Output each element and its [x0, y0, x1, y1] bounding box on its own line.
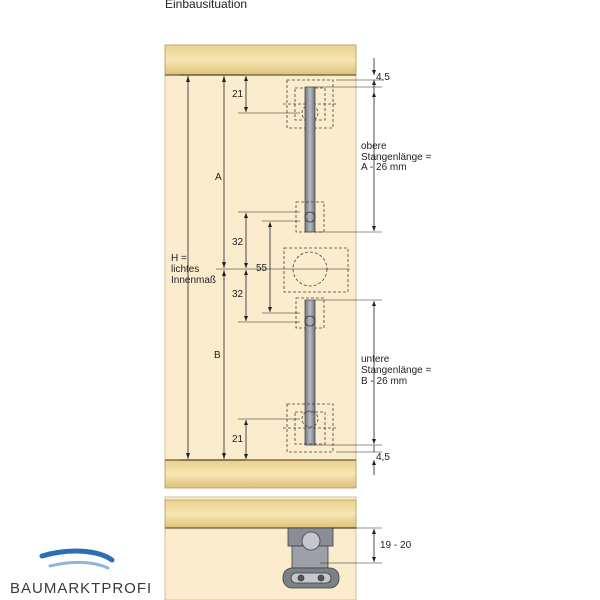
lower-guide-dashed — [283, 403, 337, 453]
lower-rod — [304, 299, 316, 446]
label-H-3: Innenmaß — [171, 275, 216, 286]
label-upper-rod-3: A - 26 mm — [361, 162, 407, 173]
label-B: B — [214, 350, 221, 361]
upper-rod-pin — [304, 211, 316, 223]
label-55: 55 — [256, 263, 268, 274]
label-lower-rod-2: Stangenlänge = — [361, 365, 432, 376]
lower-rod-pin — [304, 315, 316, 327]
logo-mark — [39, 548, 115, 570]
label-32-lower: 32 — [232, 289, 244, 300]
label-lower-rod-1: untere — [361, 354, 390, 365]
label-lower-rod-3: B - 26 mm — [361, 376, 407, 387]
label-side-range: 19 - 20 — [380, 540, 412, 551]
upper-rod — [304, 86, 316, 233]
label-top-gap: 4,5 — [376, 72, 390, 83]
label-bottom-offset: 21 — [232, 434, 244, 445]
top-board — [164, 44, 357, 76]
label-H-2: lichtes — [171, 264, 199, 275]
detail-hinge — [282, 527, 340, 589]
label-upper-rod-1: obere — [361, 141, 387, 152]
label-bottom-gap: 4,5 — [376, 452, 390, 463]
label-top-offset: 21 — [232, 89, 244, 100]
label-H-1: H = — [171, 253, 187, 264]
label-32-upper: 32 — [232, 237, 244, 248]
diagram-title: Einbausituation — [165, 0, 248, 11]
label-A: A — [215, 172, 222, 183]
logo-text: BAUMARKTPROFI — [10, 580, 153, 597]
bottom-board — [164, 459, 357, 489]
cabinet-panel — [164, 44, 357, 488]
detail-board — [164, 499, 357, 529]
label-upper-rod-2: Stangenlänge = — [361, 152, 432, 163]
